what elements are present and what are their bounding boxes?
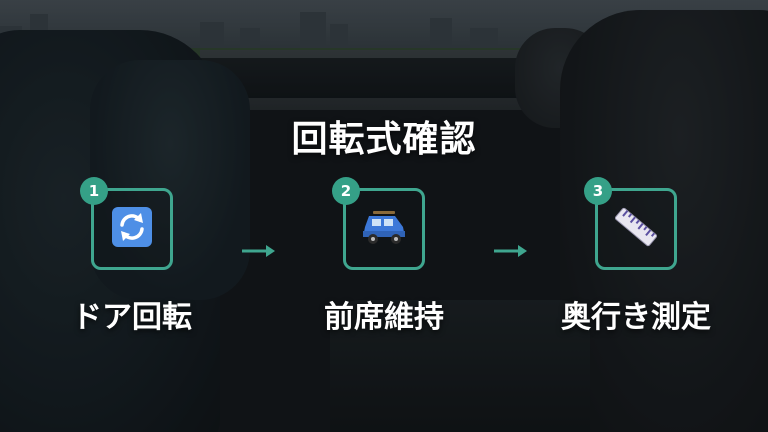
- step-icon-box: 2: [332, 177, 425, 270]
- step-label: 前席維持: [324, 300, 444, 335]
- step-number-badge: 1: [80, 177, 108, 205]
- step-number-badge: 2: [332, 177, 360, 205]
- step-number-badge: 3: [584, 177, 612, 205]
- step-depth-measure: 3 奥行き測定: [546, 177, 726, 336]
- step-icon-box: 3: [584, 177, 677, 270]
- step-label: 奥行き測定: [561, 300, 711, 335]
- measuring-ruler-icon: [612, 203, 660, 255]
- arrow-right-icon: [242, 245, 275, 257]
- step-front-seat-keep: 2 前席維持: [294, 177, 474, 336]
- step-label: ドア回転: [72, 300, 192, 335]
- step-icon-box: 1: [80, 177, 173, 270]
- step-door-rotation: 1 ドア回転: [42, 177, 222, 336]
- rotate-arrows-icon: [110, 205, 154, 253]
- page-title: 回転式確認: [291, 119, 477, 160]
- suv-car-icon: [359, 205, 409, 253]
- arrow-right-icon: [494, 245, 527, 257]
